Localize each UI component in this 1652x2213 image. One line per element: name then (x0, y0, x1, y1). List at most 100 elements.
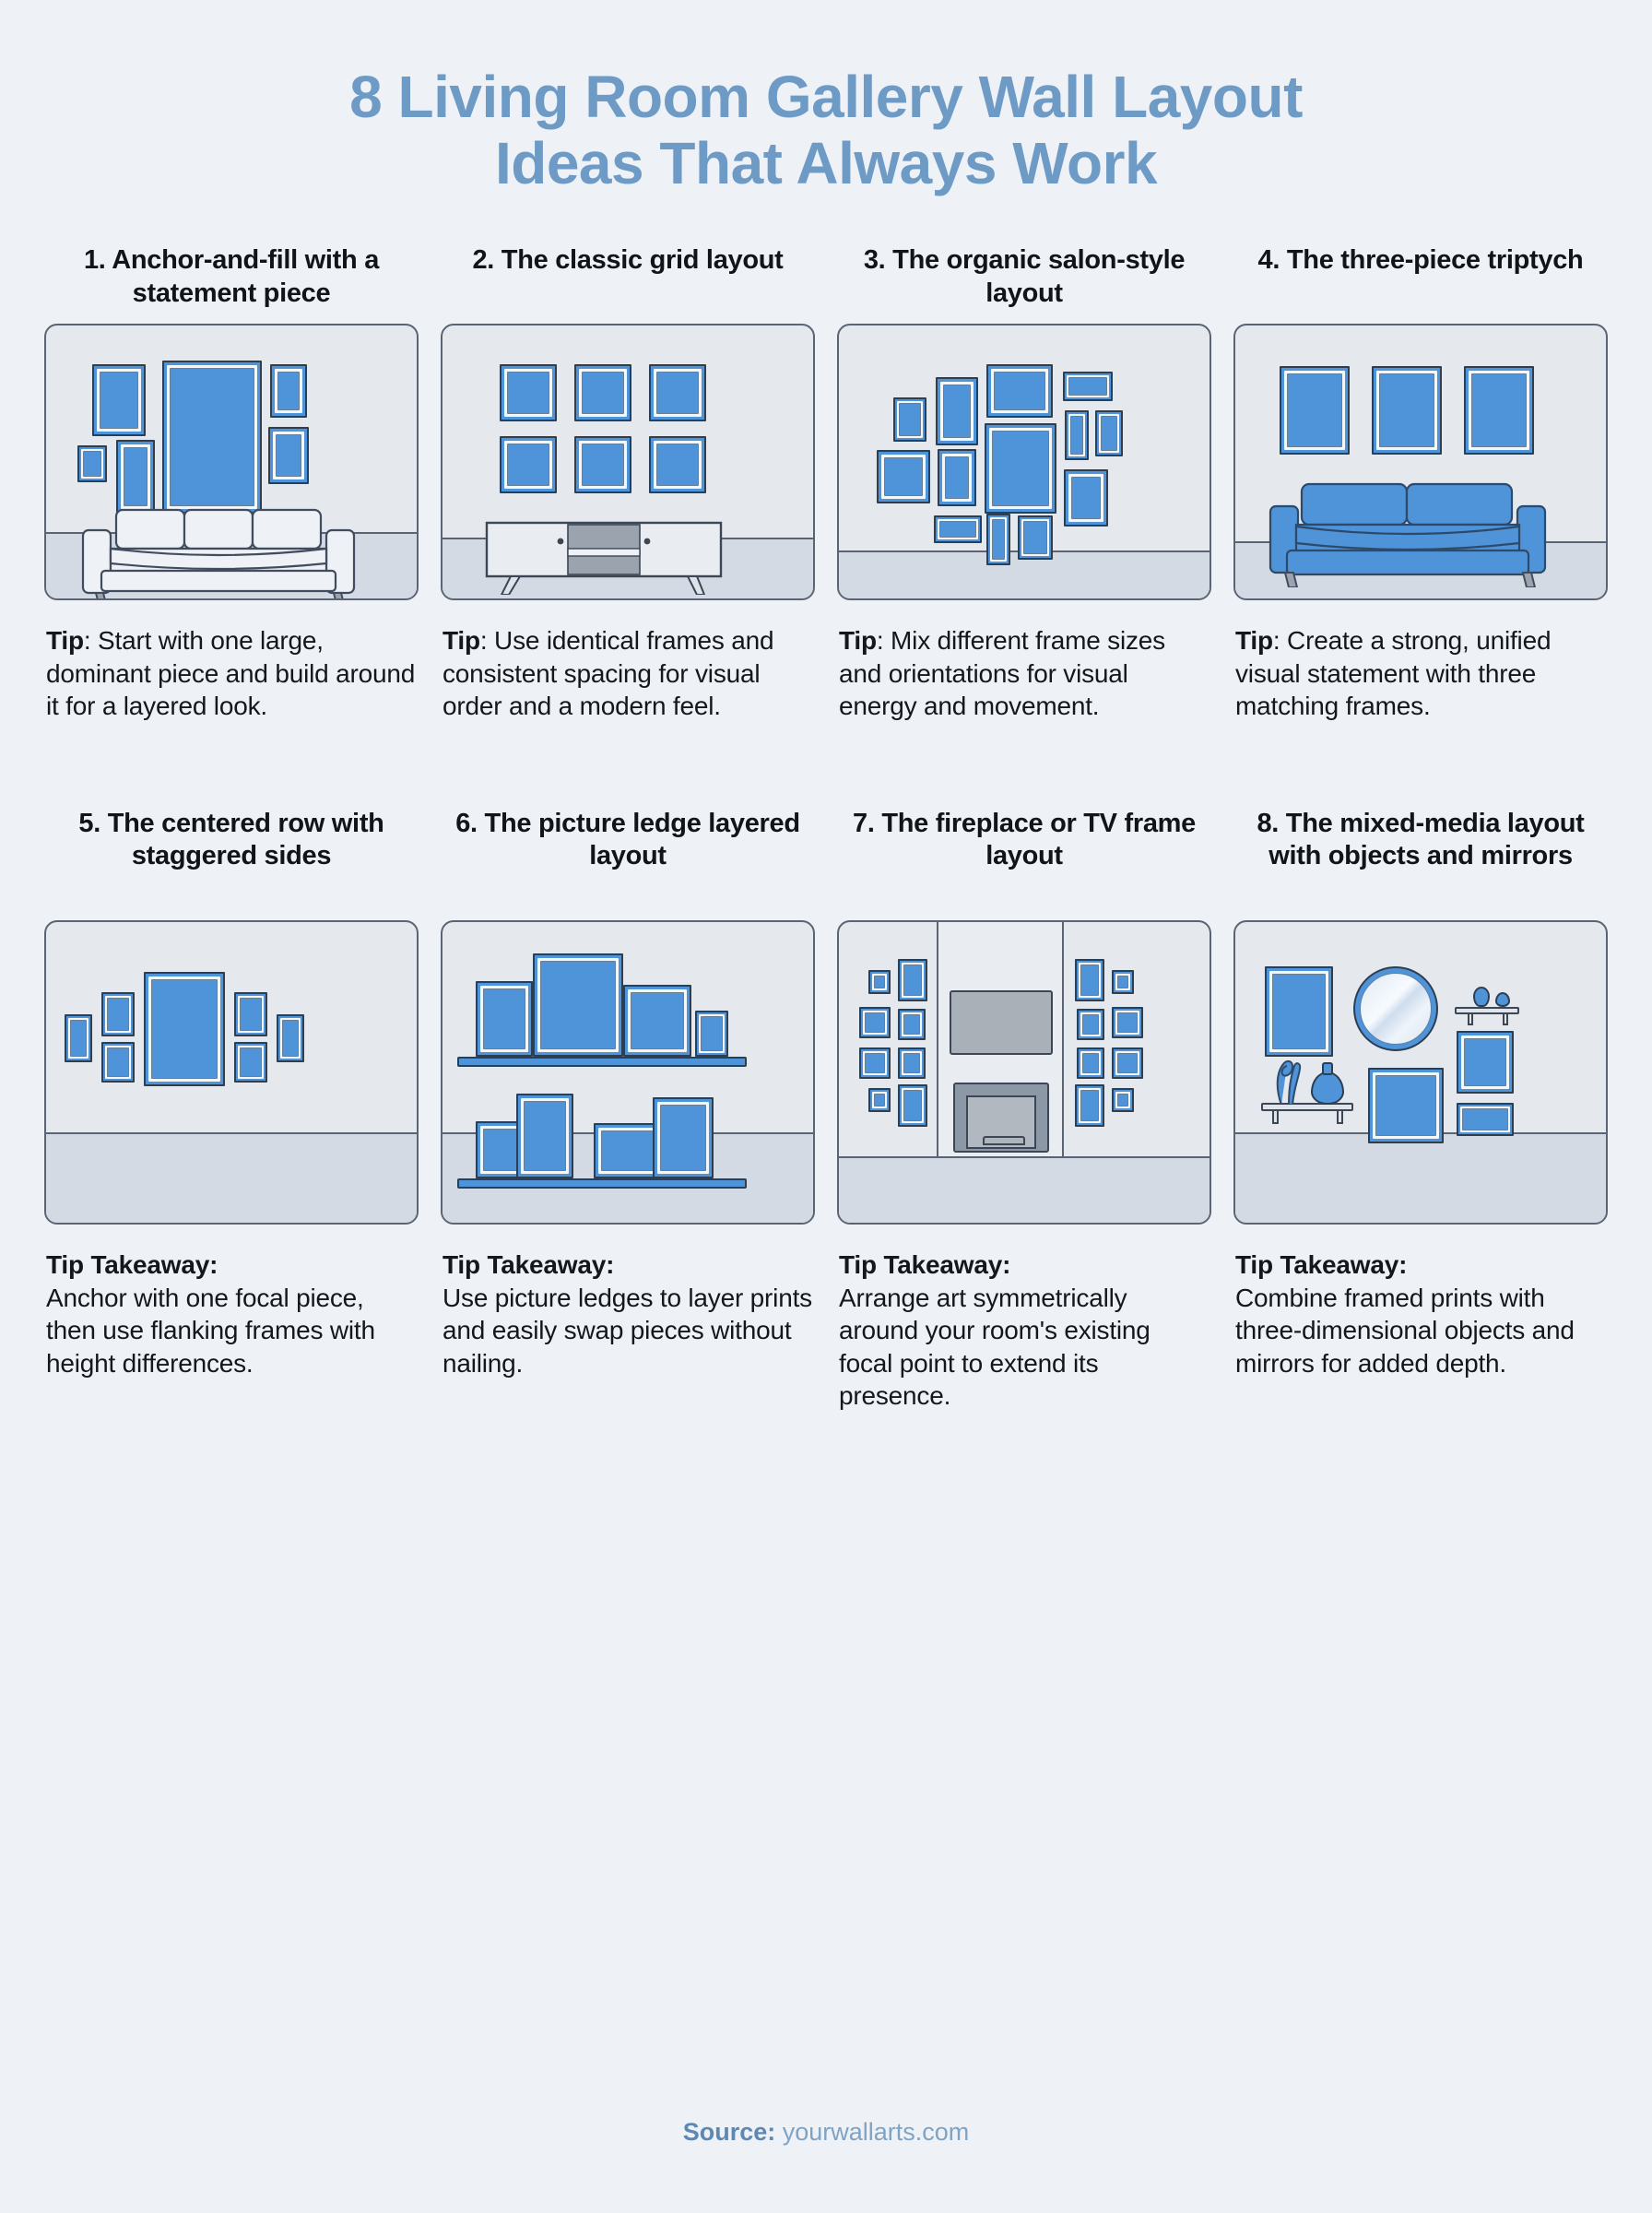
frame (877, 450, 930, 504)
frame (695, 1010, 728, 1057)
page-title-line-1: 8 Living Room Gallery Wall Layout (349, 64, 1303, 130)
tip-lead: Tip (442, 626, 480, 656)
frame (649, 364, 706, 422)
frame (868, 969, 891, 994)
frame (898, 1008, 926, 1040)
card-6-illustration (441, 919, 815, 1225)
frame (270, 364, 307, 419)
frame (938, 449, 976, 507)
frame (1077, 1008, 1104, 1040)
card-8-heading: 8. The mixed-media layout with objects a… (1257, 808, 1585, 871)
card-3-illustration (837, 324, 1211, 601)
frame (1280, 366, 1350, 456)
frame (533, 953, 623, 1057)
frame (898, 1083, 927, 1127)
footer-value: yourwallarts.com (775, 2118, 970, 2146)
card-8: 8. The mixed-media layout with objects a… (1233, 808, 1608, 1413)
card-3-tip: Tip: Mix different frame sizes and orien… (837, 624, 1211, 723)
frame (1065, 410, 1089, 461)
tip-lead: Tip Takeaway: (1235, 1249, 1408, 1279)
tip-body: Use picture ledges to layer prints and e… (442, 1283, 812, 1378)
frame (116, 440, 155, 515)
card-4-heading: 4. The three-piece triptych (1257, 245, 1584, 276)
tip-body: Anchor with one focal piece, then use fl… (46, 1283, 375, 1378)
frame (476, 980, 533, 1057)
frame (986, 364, 1053, 419)
footer-source: Source: yourwallarts.com (0, 2118, 1652, 2147)
frame (934, 515, 982, 544)
frame (1018, 515, 1053, 561)
frame (649, 436, 706, 494)
frame (268, 427, 309, 485)
card-5-illustration (44, 919, 419, 1225)
footer-label: Source: (682, 2118, 776, 2146)
fireplace (953, 1082, 1049, 1153)
frame (623, 984, 691, 1057)
picture-ledge (457, 1056, 747, 1067)
card-row-1: 1. Anchor-and-fill with a statement piec… (44, 244, 1608, 723)
card-2-heading: 2. The classic grid layout (472, 245, 784, 276)
card-6: 6. The picture ledge layered layout Tip … (441, 808, 815, 1413)
frame (653, 1096, 714, 1178)
frame (1063, 372, 1113, 402)
card-6-heading: 6. The picture ledge layered layout (455, 808, 800, 871)
vase-neck (1322, 1061, 1333, 1075)
card-7: 7. The fireplace or TV frame layout (837, 808, 1211, 1413)
tip-lead: Tip (839, 626, 877, 656)
tip-body: : Use identical frames and consistent sp… (442, 626, 774, 721)
page-title: 8 Living Room Gallery Wall Layout Ideas … (44, 0, 1608, 206)
frame (234, 991, 267, 1036)
card-2-tip: Tip: Use identical frames and consistent… (441, 624, 815, 723)
card-3-heading: 3. The organic salon-style layout (863, 245, 1186, 308)
card-6-tip: Tip Takeaway:Use picture ledges to layer… (441, 1249, 815, 1379)
frame (985, 423, 1056, 515)
card-1-heading: 1. Anchor-and-fill with a statement piec… (83, 245, 380, 308)
frame (1368, 1067, 1444, 1143)
frame (1075, 958, 1104, 1001)
card-2-illustration (441, 324, 815, 601)
tip-lead: Tip Takeaway: (46, 1249, 218, 1279)
vase (1311, 1071, 1344, 1105)
tip-lead: Tip (46, 626, 84, 656)
card-8-illustration (1233, 919, 1608, 1225)
tip-body: Arrange art symmetrically around your ro… (839, 1283, 1150, 1411)
card-1-tip: Tip: Start with one large, dominant piec… (44, 624, 419, 723)
card-5-tip: Tip Takeaway: Anchor with one focal piece… (44, 1249, 419, 1379)
card-5-heading: 5. The centered row with staggered sides (78, 808, 384, 871)
card-3: 3. The organic salon-style layout Tip: M… (837, 244, 1211, 723)
frame (277, 1013, 304, 1062)
card-7-heading: 7. The fireplace or TV frame layout (853, 808, 1196, 871)
frame (77, 445, 107, 483)
frame (101, 991, 135, 1036)
frame (92, 364, 146, 437)
frame (1095, 410, 1123, 457)
frame (936, 377, 978, 446)
frame (898, 1047, 926, 1079)
frame (1265, 965, 1333, 1057)
frame (1372, 366, 1442, 456)
card-5: 5. The centered row with staggered sides… (44, 808, 419, 1413)
card-7-tip: Tip Takeaway:Arrange art symmetrically a… (837, 1249, 1211, 1413)
media-console (485, 522, 723, 596)
frame (101, 1041, 135, 1083)
frame (144, 971, 225, 1086)
tip-body: : Create a strong, unified visual statem… (1235, 626, 1552, 721)
blue-sofa (1268, 483, 1547, 588)
frame (859, 1006, 891, 1038)
frame (574, 364, 631, 422)
frame (1075, 1083, 1104, 1127)
frame (516, 1093, 573, 1178)
frame (1457, 1030, 1514, 1094)
frame (898, 958, 927, 1001)
card-row-2: 5. The centered row with staggered sides… (44, 808, 1608, 1413)
card-4-illustration (1233, 324, 1608, 601)
picture-ledge (457, 1178, 747, 1189)
frame (1112, 1087, 1134, 1112)
card-1-illustration (44, 324, 419, 601)
frame (893, 397, 926, 443)
card-7-illustration (837, 919, 1211, 1225)
frame (859, 1047, 891, 1079)
tip-body: Combine framed prints with three-dimensi… (1235, 1283, 1575, 1378)
frame (1064, 469, 1108, 527)
vase (1495, 991, 1510, 1007)
